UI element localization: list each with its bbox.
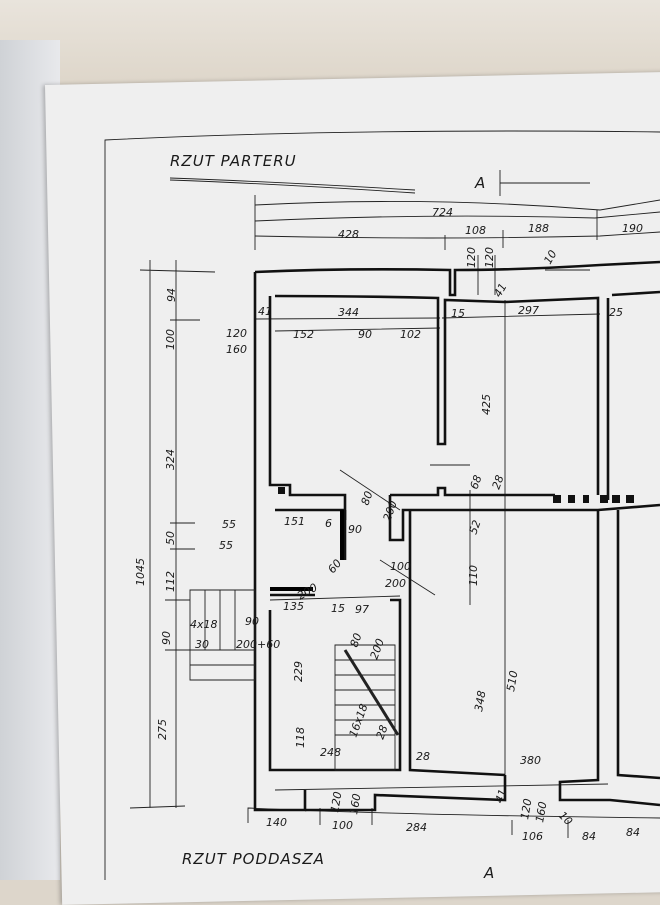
floor-plan: RZUT PARTERU A RZUT PODDASZA A 724 428 1… — [104, 130, 660, 880]
dim-label: 15 — [331, 602, 345, 615]
dim-label: 120 — [226, 327, 247, 340]
dim-label: 84 — [582, 830, 596, 843]
dim-label: 90 — [348, 523, 362, 536]
dim-label: 160 — [347, 793, 363, 816]
dim-label: 510 — [504, 670, 520, 693]
walls — [253, 260, 660, 812]
dim-label: 160 — [533, 801, 549, 824]
dim-label: 160 — [226, 343, 247, 356]
dim-label: 80 — [359, 489, 376, 507]
dim-label: 344 — [338, 306, 359, 319]
dim-label: 348 — [472, 690, 488, 713]
dim-label: 28 — [490, 473, 507, 491]
dim-label: 16x18 — [347, 702, 371, 739]
dim-label: 15 — [451, 307, 465, 320]
dim-label: 102 — [400, 328, 421, 341]
section-mark: A — [474, 174, 486, 192]
dim-label: 68 — [468, 473, 485, 491]
dim-label: 30 — [195, 638, 209, 651]
dim-label: 188 — [528, 222, 549, 235]
dim-label: 55 — [222, 518, 236, 531]
dim-label: 112 — [164, 571, 177, 592]
dim-label: 94 — [165, 288, 178, 302]
dim-label: 135 — [283, 600, 304, 613]
dim-label: 200 — [381, 499, 400, 523]
dim-label: 55 — [219, 539, 233, 552]
dim-label: 90 — [358, 328, 372, 341]
dim-label: 200 — [368, 637, 387, 661]
dim-label: 10 — [541, 248, 559, 267]
dim-label: 41 — [258, 305, 272, 318]
dim-label: 151 — [284, 515, 305, 528]
dim-label: 97 — [355, 603, 369, 616]
dim-label: 1045 — [134, 558, 147, 586]
dim-label: 108 — [465, 224, 486, 237]
dim-label: 229 — [292, 661, 305, 682]
dim-label: 50 — [164, 531, 177, 545]
dim-label: 106 — [522, 830, 543, 843]
title-ground-floor: RZUT PARTERU — [170, 152, 297, 170]
dim-label: 200 — [385, 577, 406, 590]
dim-label: 100 — [390, 560, 411, 573]
staircase — [189, 589, 400, 771]
dim-label: 120 — [328, 791, 344, 814]
section-mark-bottom: A — [483, 864, 495, 880]
dim-label: 100 — [332, 819, 353, 832]
dim-label: 284 — [406, 821, 427, 834]
dim-label: 200+60 — [236, 638, 280, 651]
dim-label: 425 — [480, 394, 493, 415]
dim-label: 41 — [491, 281, 509, 300]
dim-label: 724 — [432, 206, 453, 219]
dim-label: 120 — [465, 247, 478, 268]
dim-label: 275 — [156, 719, 169, 740]
dim-label: 80 — [348, 631, 365, 649]
dim-label: 41 — [493, 787, 510, 805]
dim-label: 28 — [416, 750, 430, 763]
title-underline — [169, 177, 416, 194]
door-wall-thick — [270, 510, 344, 591]
dim-label: 90 — [245, 615, 259, 628]
dim-label: 84 — [626, 826, 640, 839]
dim-label: 248 — [320, 746, 341, 759]
dim-label: 52 — [467, 518, 484, 536]
dim-label: 118 — [294, 727, 307, 748]
dim-label: 6 — [325, 517, 332, 530]
dim-label: 110 — [467, 565, 480, 586]
chimney-blocks — [278, 487, 634, 503]
dim-label: 120 — [483, 247, 496, 268]
title-attic: RZUT PODDASZA — [182, 850, 325, 868]
dim-label: 428 — [338, 228, 359, 241]
dim-label: 152 — [293, 328, 314, 341]
dimension-labels: 724 428 108 188 190 120 120 10 41 41 344… — [134, 206, 643, 843]
dim-label: 4x18 — [190, 618, 218, 631]
dim-label: 140 — [266, 816, 287, 829]
dim-label: 380 — [520, 754, 541, 767]
section-line — [499, 170, 590, 196]
dim-label: 90 — [160, 631, 173, 645]
dim-label: 100 — [164, 329, 177, 350]
dimension-lines — [129, 195, 660, 838]
dim-label: 10 — [556, 809, 575, 828]
dim-label: 25 — [609, 306, 623, 319]
sheet-border — [104, 130, 660, 880]
dim-label: 190 — [622, 222, 643, 235]
dim-label: 324 — [164, 449, 177, 470]
dim-label: 297 — [518, 304, 539, 317]
dim-label: 28 — [374, 723, 391, 741]
dim-label: 120 — [518, 798, 534, 821]
